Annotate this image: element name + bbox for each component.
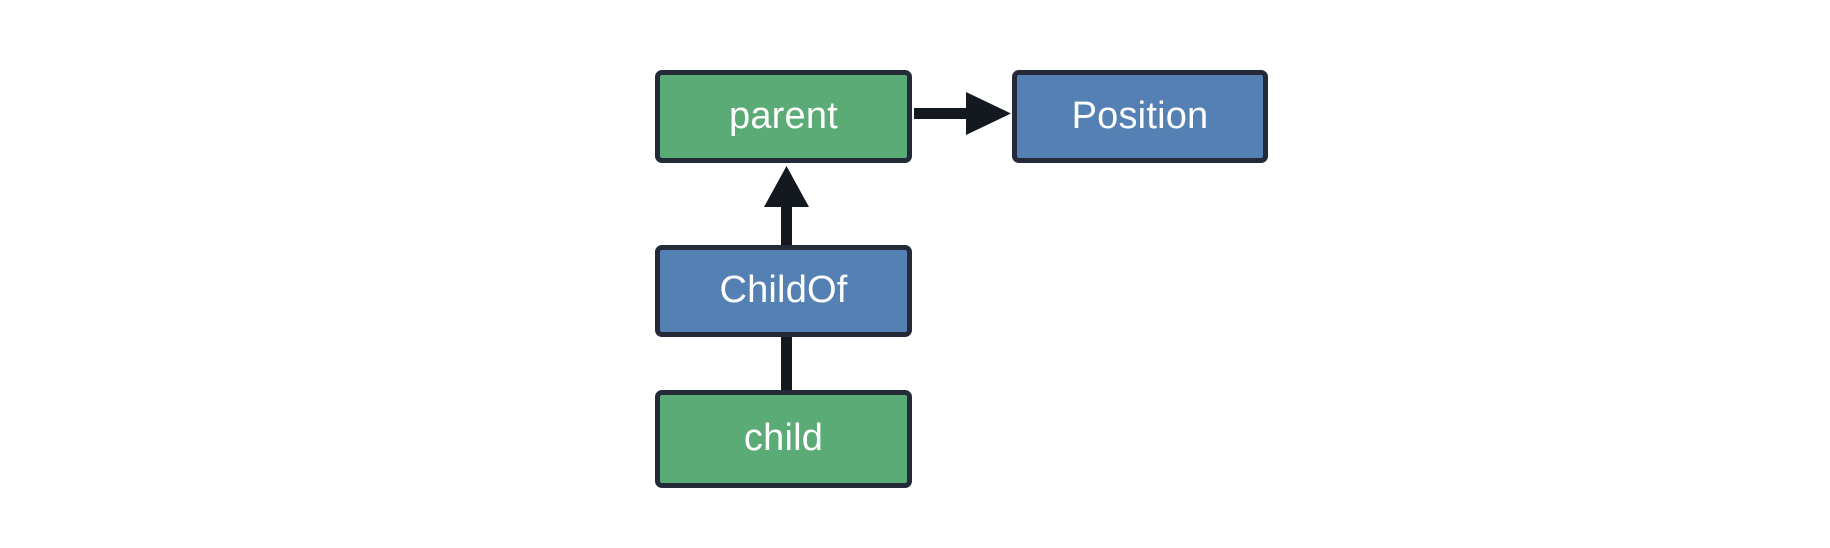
edge-childof-to-parent (764, 166, 809, 246)
node-parent-label: parent (729, 94, 838, 137)
node-child-label: child (743, 417, 824, 459)
node-parent[interactable]: parent (655, 70, 912, 163)
edge-parent-to-position (914, 92, 1011, 135)
node-childof-label: ChildOf (719, 269, 848, 311)
node-child[interactable]: child (655, 390, 912, 488)
node-position[interactable]: Position (1012, 70, 1268, 163)
node-position-label: Position (1071, 94, 1209, 137)
node-childof[interactable]: ChildOf (655, 245, 912, 337)
edge-child-to-childof (781, 336, 792, 392)
